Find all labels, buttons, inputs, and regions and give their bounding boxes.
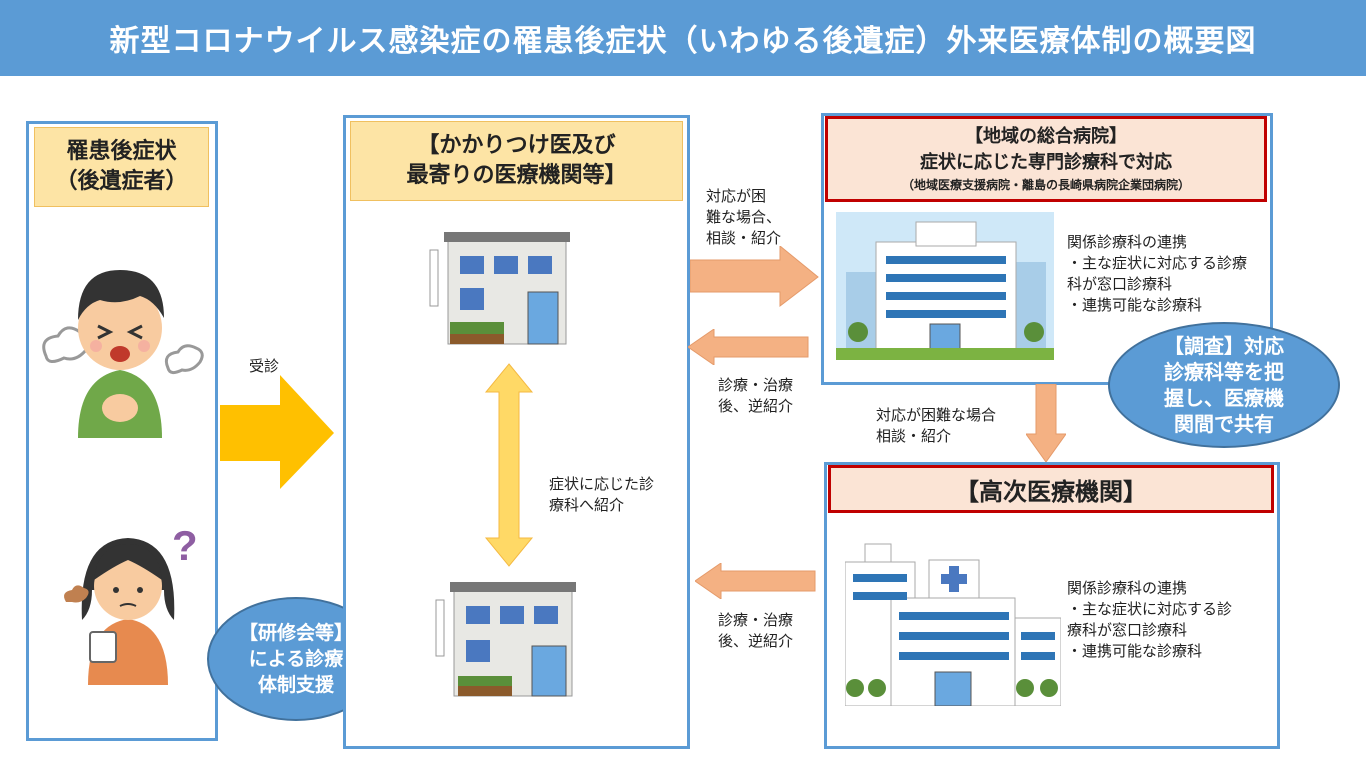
general-desc-line2: ・主な症状に対応する診療 [1067, 254, 1248, 272]
to-general-line2: 難な場合、 [706, 208, 782, 226]
back-from-advanced-text: 診療・治療 後、逆紹介 [718, 610, 793, 652]
general-hospital-label: 【地域の総合病院】 症状に応じた専門診療科で対応 （地域医療支援病院・離島の長崎… [825, 116, 1267, 202]
general-hospital-title-line2: 症状に応じた専門診療科で対応 [920, 152, 1172, 173]
clinic-referral-double-arrow [484, 363, 534, 567]
general-hospital-title-line1: 【地域の総合病院】 [965, 126, 1127, 147]
visit-arrow [220, 375, 334, 489]
general-hospital-title-line3: （地域医療支援病院・離島の長崎県病院企業団病院） [901, 178, 1190, 192]
back-from-advanced-arrow [695, 563, 816, 599]
back-from-general-line1: 診療・治療 [718, 376, 794, 394]
to-general-line3: 相談・紹介 [706, 229, 782, 247]
patient-label: 罹患後症状 （後遺症者） [34, 127, 209, 207]
training-bubble-line1: 【研修会等】 [238, 622, 353, 644]
survey-bubble-line2: 診療科等を把 [1164, 360, 1284, 384]
advanced-desc-line4: ・連携可能な診療科 [1067, 642, 1203, 660]
advanced-hospital-title: 【高次医療機関】 [955, 477, 1147, 506]
advanced-desc-line1: 関係診療科の連携 [1067, 579, 1188, 597]
page-title: 新型コロナウイルス感染症の罹患後症状（いわゆる後遺症）外来医療体制の概要図 [0, 0, 1366, 76]
clinic-referral-text: 症状に応じた診 療科へ紹介 [549, 474, 654, 516]
general-desc-line1: 関係診療科の連携 [1067, 233, 1188, 251]
survey-bubble-line4: 関間で共有 [1174, 412, 1274, 436]
patient-label-line1: 罹患後症状 [66, 139, 177, 164]
svg-text:?: ? [172, 522, 198, 569]
sick-woman-illustration: ? [64, 522, 198, 685]
advanced-hospital-label: 【高次医療機関】 [828, 465, 1274, 513]
training-bubble-line2: による診療 [248, 648, 344, 670]
to-advanced-arrow [1026, 384, 1066, 463]
clinic-building-top [429, 232, 570, 345]
survey-bubble-line1: 【調査】対応 [1164, 334, 1284, 358]
advanced-desc-line2: ・主な症状に対応する診 [1067, 600, 1233, 618]
back-from-general-text: 診療・治療 後、逆紹介 [718, 375, 793, 417]
back-from-general-arrow [688, 329, 809, 365]
kakaritsuke-label: 【かかりつけ医及び 最寄りの医療機関等】 [350, 121, 683, 201]
advanced-desc-line3: 療科が窓口診療科 [1067, 621, 1188, 639]
to-general-text: 対応が困 難な場合、 相談・紹介 [706, 186, 781, 249]
clinic-referral-line2: 療科へ紹介 [549, 496, 625, 514]
general-hospital-illustration [836, 212, 1054, 360]
to-general-arrow [690, 246, 819, 308]
general-desc-line3: 科が窓口診療科 [1067, 275, 1173, 293]
back-from-advanced-line1: 診療・治療 [718, 611, 794, 629]
visit-label: 受診 [249, 357, 280, 375]
to-general-line1: 対応が困 [706, 187, 767, 205]
back-from-advanced-line2: 後、逆紹介 [718, 632, 794, 650]
to-advanced-text: 対応が困難な場合 相談・紹介 [876, 405, 996, 447]
advanced-hospital-desc: 関係診療科の連携 ・主な症状に対応する診 療科が窓口診療科 ・連携可能な診療科 [1067, 578, 1232, 662]
general-desc-line4: ・連携可能な診療科 [1067, 296, 1203, 314]
survey-bubble-line3: 握し、医療機 [1164, 386, 1284, 410]
advanced-hospital-illustration [845, 543, 1061, 706]
general-hospital-desc: 関係診療科の連携 ・主な症状に対応する診療 科が窓口診療科 ・連携可能な診療科 [1067, 232, 1247, 316]
training-bubble-line3: 体制支援 [257, 674, 334, 696]
clinic-building-bottom [435, 582, 576, 697]
patient-label-line2: （後遺症者） [55, 169, 188, 194]
kakaritsuke-label-line1: 【かかりつけ医及び [417, 133, 616, 158]
to-advanced-line2: 相談・紹介 [876, 427, 952, 445]
survey-bubble: 【調査】対応 診療科等を把 握し、医療機 関間で共有 [1108, 322, 1340, 448]
clinic-referral-line1: 症状に応じた診 [549, 475, 655, 493]
sick-man-illustration [42, 270, 204, 438]
kakaritsuke-label-line2: 最寄りの医療機関等】 [406, 163, 627, 188]
to-advanced-line1: 対応が困難な場合 [876, 406, 997, 424]
back-from-general-line2: 後、逆紹介 [718, 397, 794, 415]
